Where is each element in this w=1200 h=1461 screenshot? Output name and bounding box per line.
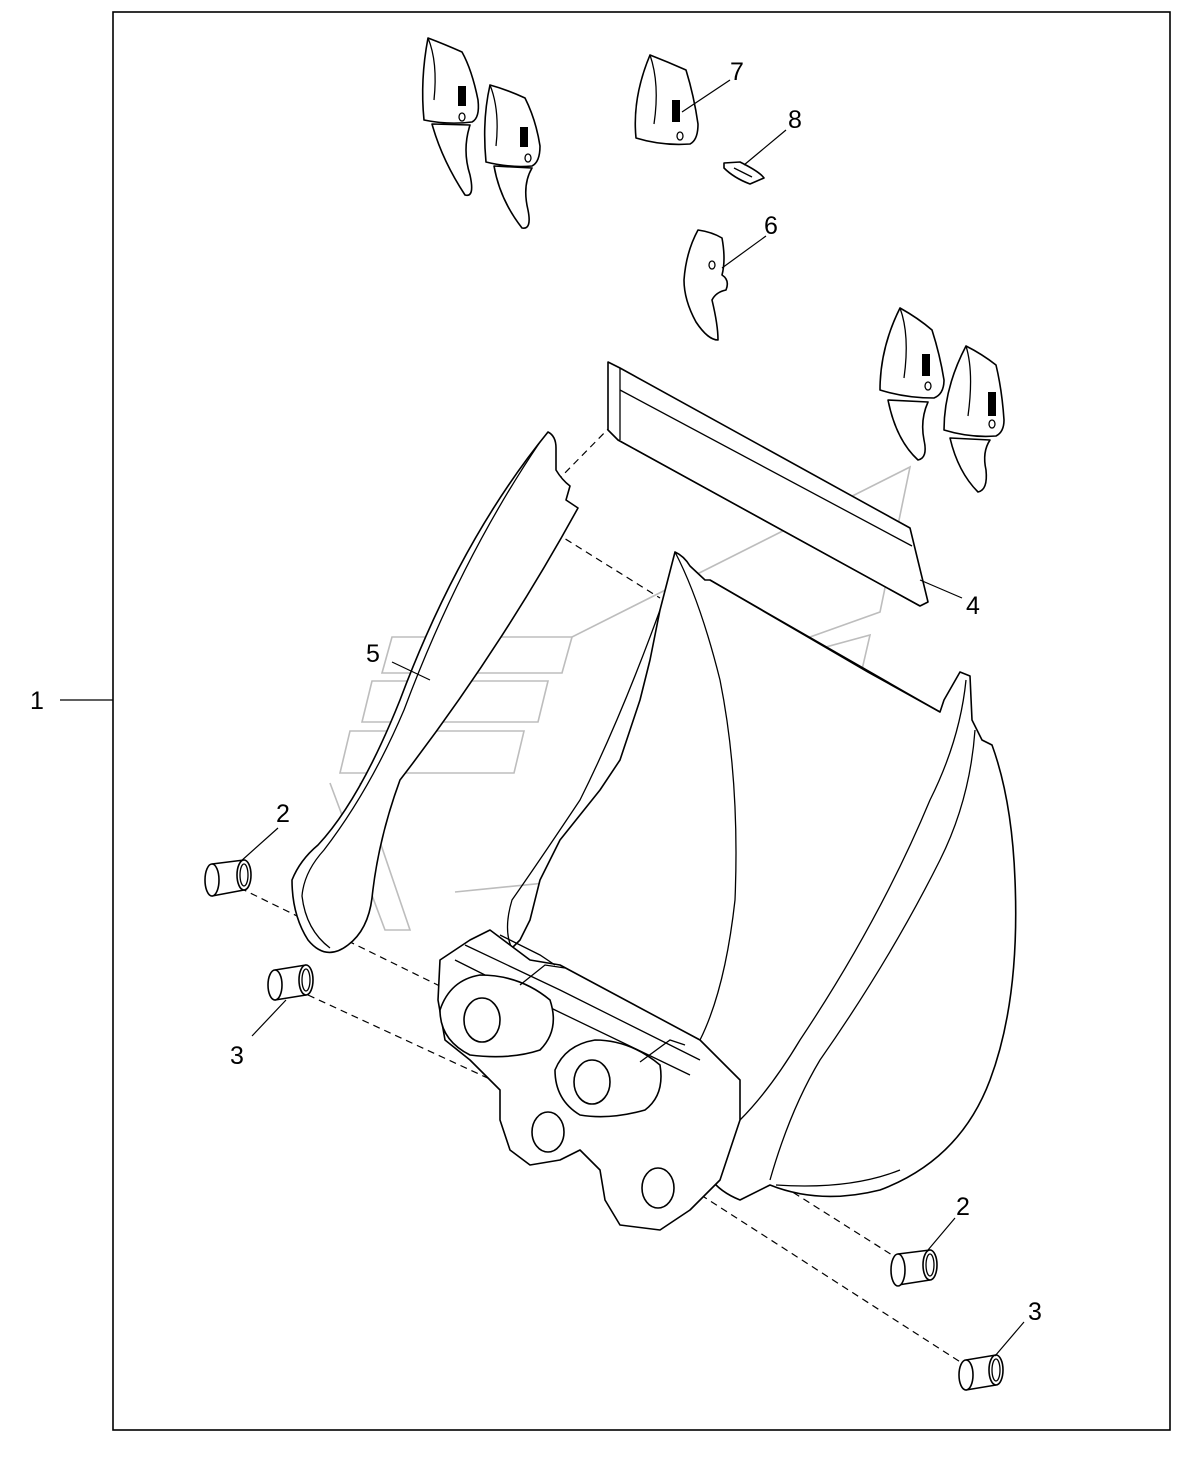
callout-1: 1 bbox=[30, 687, 44, 715]
leader-lines bbox=[60, 79, 1025, 1357]
tooth-slot-icon bbox=[520, 127, 528, 147]
callout-5: 5 bbox=[366, 640, 380, 668]
tooth-group-right bbox=[879, 307, 1005, 493]
bushing-upper-right bbox=[890, 1249, 938, 1287]
lower-hole bbox=[531, 1111, 565, 1153]
bushing-lower-right bbox=[958, 1354, 1004, 1391]
callout-3-right: 3 bbox=[1028, 1298, 1042, 1326]
tooth-slot-icon bbox=[922, 354, 930, 376]
adapter bbox=[683, 229, 729, 341]
diagram-frame bbox=[112, 11, 1171, 1431]
bushing-lower-left bbox=[267, 964, 314, 1001]
tooth-slot-icon bbox=[458, 86, 466, 106]
pin-boss-hole bbox=[463, 997, 501, 1043]
callout-2-left: 2 bbox=[276, 800, 290, 828]
callout-7: 7 bbox=[730, 58, 744, 86]
callout-4: 4 bbox=[966, 592, 980, 620]
tooth-slot-icon bbox=[988, 392, 996, 416]
callout-8: 8 bbox=[788, 106, 802, 134]
retaining-pin bbox=[723, 161, 765, 185]
tooth-upper-center bbox=[634, 54, 699, 146]
callout-2-right: 2 bbox=[956, 1193, 970, 1221]
callouts: 1 2 3 2 3 4 5 6 7 8 bbox=[30, 58, 1042, 1326]
tooth-slot-icon bbox=[672, 100, 680, 122]
lower-hole bbox=[641, 1167, 675, 1209]
pin-boss-hole bbox=[573, 1059, 611, 1105]
tooth-group-upper-left bbox=[421, 37, 541, 229]
callout-3-left: 3 bbox=[230, 1042, 244, 1070]
cutting-edge bbox=[607, 361, 929, 607]
callout-6: 6 bbox=[764, 212, 778, 240]
mounting-bracket bbox=[437, 929, 741, 1231]
bushing-upper-left bbox=[204, 859, 252, 897]
side-cutter bbox=[291, 431, 579, 954]
